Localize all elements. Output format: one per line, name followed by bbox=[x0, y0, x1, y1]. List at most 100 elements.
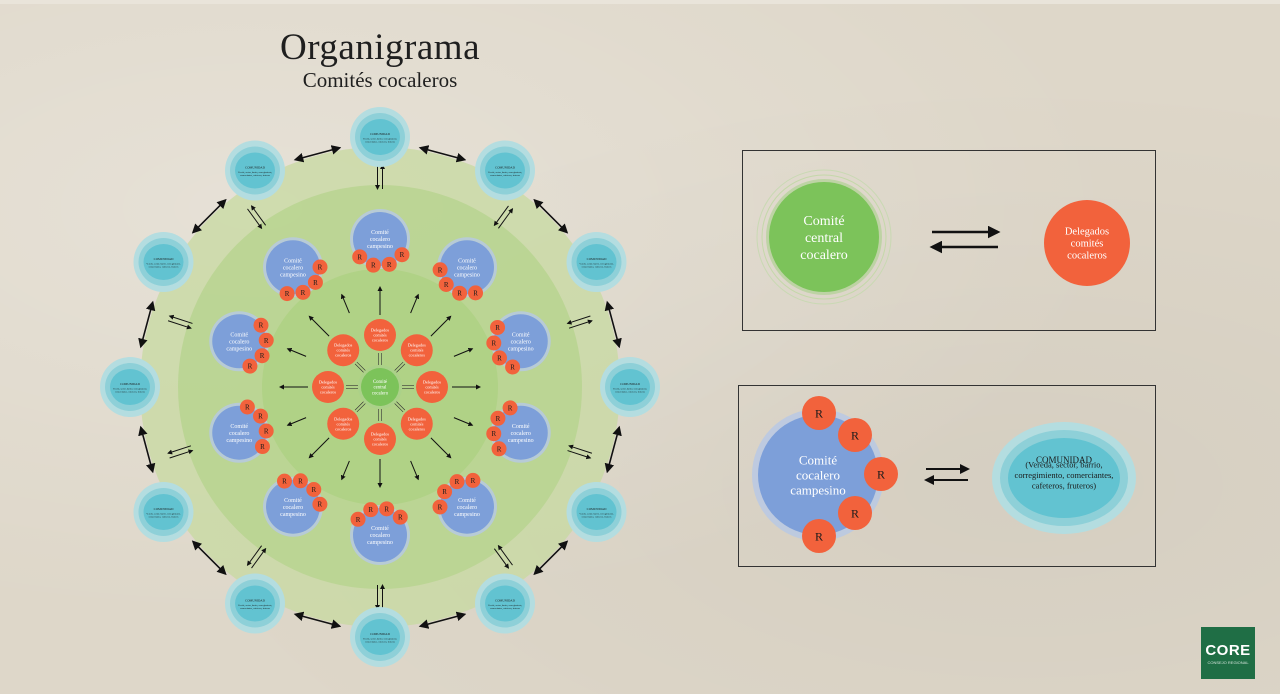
representative-node bbox=[452, 285, 468, 301]
community-desc-line: Vereda, sector, barrio, corregimiento, bbox=[579, 513, 614, 516]
delegate-committee-arrow bbox=[308, 315, 330, 337]
representative-label: R bbox=[438, 503, 443, 511]
representative-node bbox=[505, 359, 521, 375]
representative-node bbox=[312, 259, 328, 275]
representative-label: R bbox=[455, 478, 460, 486]
representative-label: R bbox=[496, 415, 501, 423]
community-desc-line: comerciantes, cafeteros, fruteros bbox=[149, 266, 179, 269]
delegate-committee-arrow bbox=[453, 417, 474, 427]
community-desc-line: Vereda, sector, barrio, corregimiento, bbox=[613, 388, 648, 391]
community-link-arrow bbox=[418, 611, 467, 629]
delegates-circle bbox=[400, 407, 433, 440]
committee-community-arrow bbox=[497, 208, 514, 229]
representative-label: R bbox=[508, 404, 513, 412]
representative-label: R bbox=[400, 251, 405, 259]
legend-representative-node bbox=[838, 418, 872, 452]
representative-label: R bbox=[495, 324, 500, 332]
legend-representative-node bbox=[864, 457, 898, 491]
org-diagram: COMUNIDAD Vereda, sector, barrio, corregi… bbox=[100, 107, 660, 667]
delegate-committee-arrow bbox=[430, 437, 452, 459]
representative-label: R bbox=[444, 281, 449, 289]
delegate-committee-arrow bbox=[340, 293, 350, 314]
representative-label: R bbox=[384, 505, 389, 513]
top-strip bbox=[0, 0, 1280, 4]
community-desc-line: Vereda, sector, barrio, corregimiento, bbox=[579, 263, 614, 266]
representative-node bbox=[491, 441, 507, 457]
representative-node bbox=[432, 499, 448, 515]
community-title: COMUNIDAD bbox=[587, 257, 608, 261]
committee-circle bbox=[493, 314, 548, 369]
community-desc-line: comerciantes, cafeteros, fruteros bbox=[582, 266, 612, 269]
community-core bbox=[485, 152, 525, 189]
logo-name: CORE bbox=[1205, 642, 1251, 659]
core-logo: CORE CONSEJO REGIONAL bbox=[1201, 627, 1255, 679]
community-title: COMUNIDAD bbox=[245, 599, 266, 603]
community-desc-line: Vereda, sector, barrio, corregimiento, bbox=[363, 638, 398, 641]
committee-circle bbox=[353, 212, 407, 266]
central-delegate-link bbox=[354, 363, 364, 373]
representative-label: R bbox=[473, 289, 478, 297]
delegates-circle bbox=[327, 334, 360, 367]
representative-label: R bbox=[442, 488, 447, 496]
committee-community-arrow bbox=[568, 319, 593, 329]
representative-label: R bbox=[497, 354, 502, 362]
community-node: COMUNIDAD Vereda, sector, barrio, corregi… bbox=[566, 232, 627, 292]
representative-node bbox=[502, 400, 518, 416]
community-desc-line: comerciantes, cafeteros, fruteros bbox=[365, 641, 395, 644]
representative-label: R bbox=[264, 428, 269, 436]
representative-label: R bbox=[368, 506, 373, 514]
committee-community-arrow bbox=[250, 205, 267, 226]
central-delegate-link bbox=[396, 363, 406, 373]
community-desc-line: comerciantes, cafeteros, fruteros bbox=[115, 391, 145, 394]
committee-circle bbox=[439, 240, 494, 295]
representative-node bbox=[258, 423, 274, 439]
representative-label: R bbox=[356, 516, 361, 524]
community-link-arrow bbox=[138, 300, 156, 349]
committee-community-arrow bbox=[568, 444, 593, 454]
committee-circle bbox=[212, 405, 267, 460]
representative-node bbox=[306, 481, 322, 497]
legend-representative-node bbox=[838, 496, 872, 530]
delegate-committee-arrow bbox=[453, 347, 474, 357]
legend-representative-label: R bbox=[851, 507, 859, 521]
community-link-arrow bbox=[138, 425, 156, 474]
representative-label: R bbox=[387, 261, 392, 269]
representative-node bbox=[490, 410, 506, 426]
representative-label: R bbox=[282, 478, 287, 486]
representative-node bbox=[253, 317, 269, 333]
committee-circle bbox=[493, 405, 548, 460]
delegates-circle bbox=[364, 319, 396, 351]
central-delegate-link bbox=[394, 403, 404, 413]
representative-label: R bbox=[301, 289, 306, 297]
community-link-arrow bbox=[604, 300, 622, 349]
central-circle bbox=[361, 368, 399, 406]
community-desc-line: comerciantes, cafeteros, fruteros bbox=[240, 607, 270, 610]
community-link-arrow bbox=[293, 611, 342, 629]
community-desc-line: Vereda, sector, barrio, corregimiento, bbox=[146, 263, 181, 266]
delegate-committee-arrow bbox=[410, 293, 420, 314]
legend-box-committee bbox=[738, 385, 1156, 567]
delegates-circle bbox=[364, 423, 396, 455]
community-title: COMUNIDAD bbox=[495, 599, 516, 603]
legend-community-title: COMUNIDAD bbox=[1036, 455, 1093, 465]
community-desc-line: comerciantes, cafeteros, fruteros bbox=[365, 141, 395, 144]
committee-community-arrow bbox=[566, 315, 591, 325]
representative-node bbox=[392, 509, 408, 525]
community-title: COMUNIDAD bbox=[495, 165, 516, 169]
